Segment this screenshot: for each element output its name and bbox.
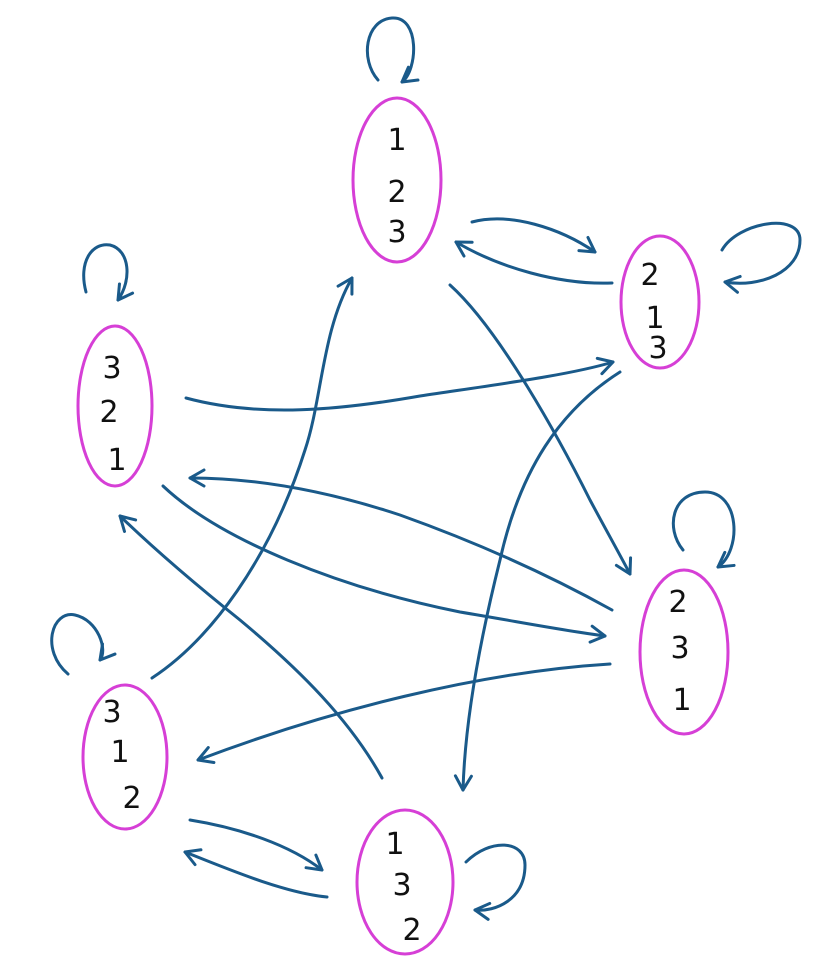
self-loop-n213 <box>720 221 802 294</box>
node-digit: 1 <box>645 301 664 336</box>
node-outline <box>81 683 169 831</box>
node-outline <box>355 808 455 956</box>
node-outline <box>638 568 730 736</box>
node-digit: 1 <box>385 827 404 862</box>
edge-n123-to-n213 <box>470 217 597 254</box>
node-digit: 1 <box>672 683 691 718</box>
self-loop-n132 <box>464 843 527 921</box>
node-digit: 2 <box>668 585 687 620</box>
self-loop-n123 <box>365 16 420 84</box>
node-digit: 2 <box>122 781 141 816</box>
edge-n231-to-n321 <box>188 468 614 612</box>
self-loop-n312 <box>50 613 117 676</box>
node-n231: 2 3 1 <box>638 568 730 736</box>
node-digit: 3 <box>102 351 121 386</box>
node-digit: 1 <box>107 443 126 478</box>
node-outline <box>351 96 443 264</box>
edge-n312-to-n132 <box>188 818 324 872</box>
node-digit: 2 <box>99 395 118 430</box>
node-digit: 3 <box>102 695 121 730</box>
node-digit: 3 <box>648 331 667 366</box>
node-digit: 2 <box>387 175 406 210</box>
node-digit: 3 <box>392 868 411 903</box>
self-loop-n321 <box>82 243 135 302</box>
node-n123: 1 2 3 <box>351 96 443 264</box>
node-digit: 3 <box>387 215 406 250</box>
node-digit: 1 <box>387 123 406 158</box>
node-digit: 2 <box>402 913 421 948</box>
edge-n123-to-n231 <box>448 283 633 576</box>
edge-n321-to-n231 <box>161 484 607 644</box>
edge-n231-to-n312 <box>196 662 612 765</box>
edge-n312-to-n123 <box>150 276 354 680</box>
node-outline <box>619 234 701 370</box>
node-n132: 1 3 2 <box>355 808 455 956</box>
edge-n213-to-n123 <box>454 240 614 285</box>
node-digit: 1 <box>110 735 129 770</box>
edge-n132-to-n321 <box>118 514 384 780</box>
node-n213: 2 13 <box>619 234 701 370</box>
node-outline <box>76 324 154 488</box>
node-n321: 3 2 1 <box>76 324 154 488</box>
self-loop-n231 <box>671 490 736 569</box>
node-digit: 3 <box>670 631 689 666</box>
edge-n213-to-n132 <box>453 370 622 792</box>
edge-n321-to-n213 <box>184 356 615 412</box>
node-n312: 3 1 2 <box>81 683 169 831</box>
node-digit: 2 <box>640 258 659 293</box>
edges <box>50 16 802 921</box>
edge-n132-to-n312 <box>183 848 329 899</box>
